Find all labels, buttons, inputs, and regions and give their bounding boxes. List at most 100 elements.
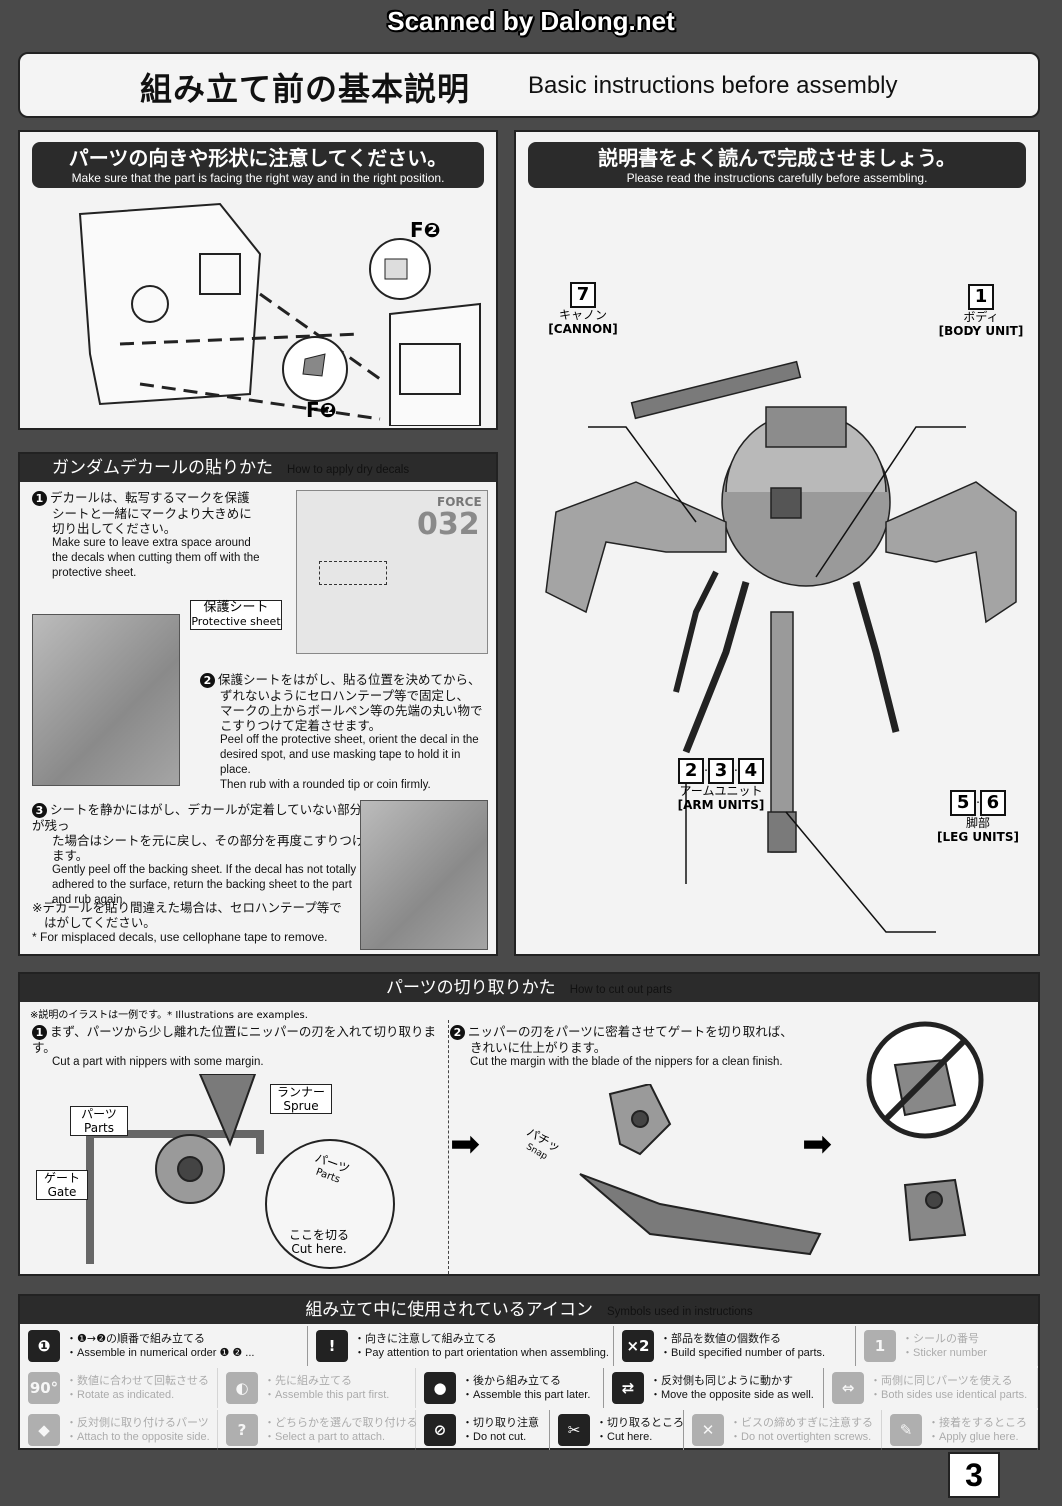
result-illustration	[866, 1021, 984, 1242]
do-not-cut-icon: ⊘	[424, 1414, 456, 1446]
symbol-description: ・両側に同じパーツを使える・Both sides use identical p…	[870, 1373, 1027, 1403]
cutting-divider	[448, 1020, 449, 1274]
symbol-description: ・どちらかを選んで取り付ける・Select a part to attach.	[264, 1415, 417, 1445]
symbol-description: ・向きに注意して組み立てる・Pay attention to part orie…	[354, 1331, 609, 1361]
assemble-later-icon: ●	[424, 1372, 456, 1404]
symbol-description: ・切り取るところ・Cut here.	[596, 1415, 684, 1445]
symbol-cell: 1・シールの番号・Sticker number	[856, 1326, 1038, 1366]
symbol-text-jp: ・先に組み立てる	[264, 1374, 352, 1387]
arm-label-en: [ARM UNITS]	[677, 798, 765, 812]
decal-photo-2	[360, 800, 488, 950]
sprue-label-jp: ランナー	[276, 1085, 325, 1099]
symbol-cell: ◆・反対側に取り付けるパーツ・Attach to the opposite si…	[20, 1410, 218, 1450]
decal-step3-jp-1: シートを静かにはがし、デカールが定着していない部分が残っ	[32, 802, 363, 833]
symbol-text-jp: ・接着をするところ	[928, 1416, 1027, 1429]
decal-step3-en-2: adhered to the surface, return the backi…	[52, 879, 352, 891]
decal-sheet-force-text: FORCE	[437, 495, 482, 509]
page-title-bar: 組み立て前の基本説明 Basic instructions before ass…	[18, 52, 1040, 118]
orientation-panel: パーツの向きや形状に注意してください。 Make sure that the p…	[18, 130, 498, 430]
symbol-text-jp: ・後から組み立てる	[462, 1374, 561, 1387]
glue-icon: ✎	[890, 1414, 922, 1446]
decal-cut-outline	[319, 561, 387, 585]
orientation-heading: パーツの向きや形状に注意してください。 Make sure that the p…	[32, 142, 484, 188]
orientation-heading-en: Make sure that the part is facing the ri…	[71, 171, 445, 185]
symbol-text-en: ・Do not cut.	[462, 1431, 527, 1443]
sprue-illustration	[86, 1074, 395, 1269]
symbols-heading-en: Symbols used in instructions	[606, 1306, 753, 1318]
orientation-heading-jp: パーツの向きや形状に注意してください。	[68, 146, 448, 170]
cutting-step2-en: Cut the margin with the blade of the nip…	[470, 1056, 783, 1068]
decal-step2-jp-3: マークの上からボールペン等の先端の丸い物で	[220, 703, 483, 718]
symbol-cell: ✂・切り取るところ・Cut here.	[550, 1410, 684, 1450]
decal-step2-en-1: Peel off the protective sheet, orient th…	[220, 734, 479, 746]
symbol-text-jp: ・反対側も同じように動かす	[650, 1374, 793, 1387]
protective-sheet-jp: 保護シート	[203, 600, 269, 615]
symbol-cell: !・向きに注意して組み立てる・Pay attention to part ori…	[308, 1326, 614, 1366]
parts-label-en: Parts	[84, 1121, 114, 1135]
symbol-description: ・切り取り注意・Do not cut.	[462, 1415, 539, 1445]
read-heading-jp: 説明書をよく読んで完成させましょう。	[598, 146, 956, 170]
gate-label-en: Gate	[47, 1185, 77, 1199]
body-label-en: [BODY UNIT]	[938, 324, 1024, 338]
opposite-side-icon: ⇄	[612, 1372, 644, 1404]
decal-step1-en-1: Make sure to leave extra space around	[52, 537, 251, 549]
cannon-step-number: 7	[570, 282, 596, 308]
symbol-description: ・後から組み立てる・Assemble this part later.	[462, 1373, 590, 1403]
parts-callout: パーツ Parts	[70, 1106, 128, 1136]
cutting-heading-jp: パーツの切り取りかた	[386, 978, 556, 998]
protective-sheet-callout: 保護シート Protective sheet	[190, 600, 282, 630]
decal-note-jp-1: ※デカールを貼り間違えた場合は、セロハンテープ等で	[32, 900, 342, 915]
multiply-icon: ×2	[622, 1330, 654, 1362]
symbol-text-en: ・Do not overtighten screws.	[730, 1431, 872, 1443]
read-instructions-panel: 説明書をよく読んで完成させましょう。 Please read the instr…	[514, 130, 1040, 956]
step-2-number: 2	[200, 673, 215, 688]
symbol-description: ・先に組み立てる・Assemble this part first.	[264, 1373, 389, 1403]
leg-label-en: [LEG UNITS]	[937, 830, 1019, 844]
gate-callout: ゲート Gate	[36, 1170, 88, 1200]
decal-note: ※デカールを貼り間違えた場合は、セロハンテープ等で はがしてください。 * Fo…	[32, 900, 362, 945]
cutting-heading-en: How to cut out parts	[569, 984, 672, 996]
decal-step1-jp-2: シートと一緒にマークより大きめに	[52, 506, 252, 521]
page-number: 3	[948, 1452, 1000, 1498]
decal-step2-jp-4: こすりつけて定着させます。	[220, 718, 382, 733]
cut-here-jp: ここを切る	[288, 1228, 349, 1242]
read-heading: 説明書をよく読んで完成させましょう。 Please read the instr…	[528, 142, 1026, 188]
nipper-illustration	[579, 1084, 822, 1256]
arm-label-jp: アームユニット	[679, 784, 763, 798]
symbol-description: ・数値に合わせて回転させる・Rotate as indicated.	[66, 1373, 209, 1403]
watermark: Scanned by Dalong.net	[387, 6, 675, 36]
sprue-callout: ランナー Sprue	[270, 1084, 332, 1114]
symbol-text-jp: ・❶→❷の順番で組み立てる	[66, 1332, 205, 1345]
robot-illustration	[545, 360, 1017, 933]
attention-icon: !	[316, 1330, 348, 1362]
symbol-text-jp: ・切り取るところ	[596, 1416, 684, 1429]
symbol-text-en: ・Select a part to attach.	[264, 1431, 386, 1443]
symbol-text-jp: ・どちらかを選んで取り付ける	[264, 1416, 418, 1429]
cutting-step2-jp-2: きれいに仕上がります。	[470, 1040, 607, 1055]
symbol-text-en: ・Assemble this part later.	[462, 1389, 591, 1401]
symbol-description: ・部品を数値の個数作る・Build specified number of pa…	[660, 1331, 825, 1361]
symbol-text-en: ・Sticker number	[902, 1347, 987, 1359]
arrow-icon-2: ➡	[802, 1124, 833, 1165]
decal-heading-en: How to apply dry decals	[287, 464, 410, 476]
decal-step1-jp-1: デカールは、転写するマークを保護	[50, 490, 250, 505]
symbol-description: ・反対側に取り付けるパーツ・Attach to the opposite sid…	[66, 1415, 210, 1445]
body-callout: 1 ボディ [BODY UNIT]	[926, 284, 1036, 338]
orientation-diagram	[78, 202, 481, 426]
cutting-step1-en: Cut a part with nippers with some margin…	[52, 1056, 264, 1068]
symbol-text-en: ・Cut here.	[596, 1431, 653, 1443]
symbol-text-en: ・Move the opposite side as well.	[650, 1389, 814, 1401]
symbol-text-jp: ・ビスの締めすぎに注意する	[730, 1416, 873, 1429]
arm-step-number-3: 3	[708, 758, 734, 784]
arrow-icon: ➡	[450, 1124, 481, 1165]
cutting-step1-jp: まず、パーツから少し離れた位置にニッパーの刃を入れて切り取ります。	[32, 1024, 437, 1055]
symbol-text-en: ・Attach to the opposite side.	[66, 1431, 210, 1443]
decal-note-jp-2: はがしてください。	[44, 915, 156, 930]
symbol-text-jp: ・切り取り注意	[462, 1416, 539, 1429]
decal-step1-en-2: the decals when cutting them off with th…	[52, 552, 260, 564]
cutting-note: ※説明のイラストは一例です。* Illustrations are exampl…	[30, 1010, 308, 1021]
symbol-text-en: ・Build specified number of parts.	[660, 1347, 826, 1359]
